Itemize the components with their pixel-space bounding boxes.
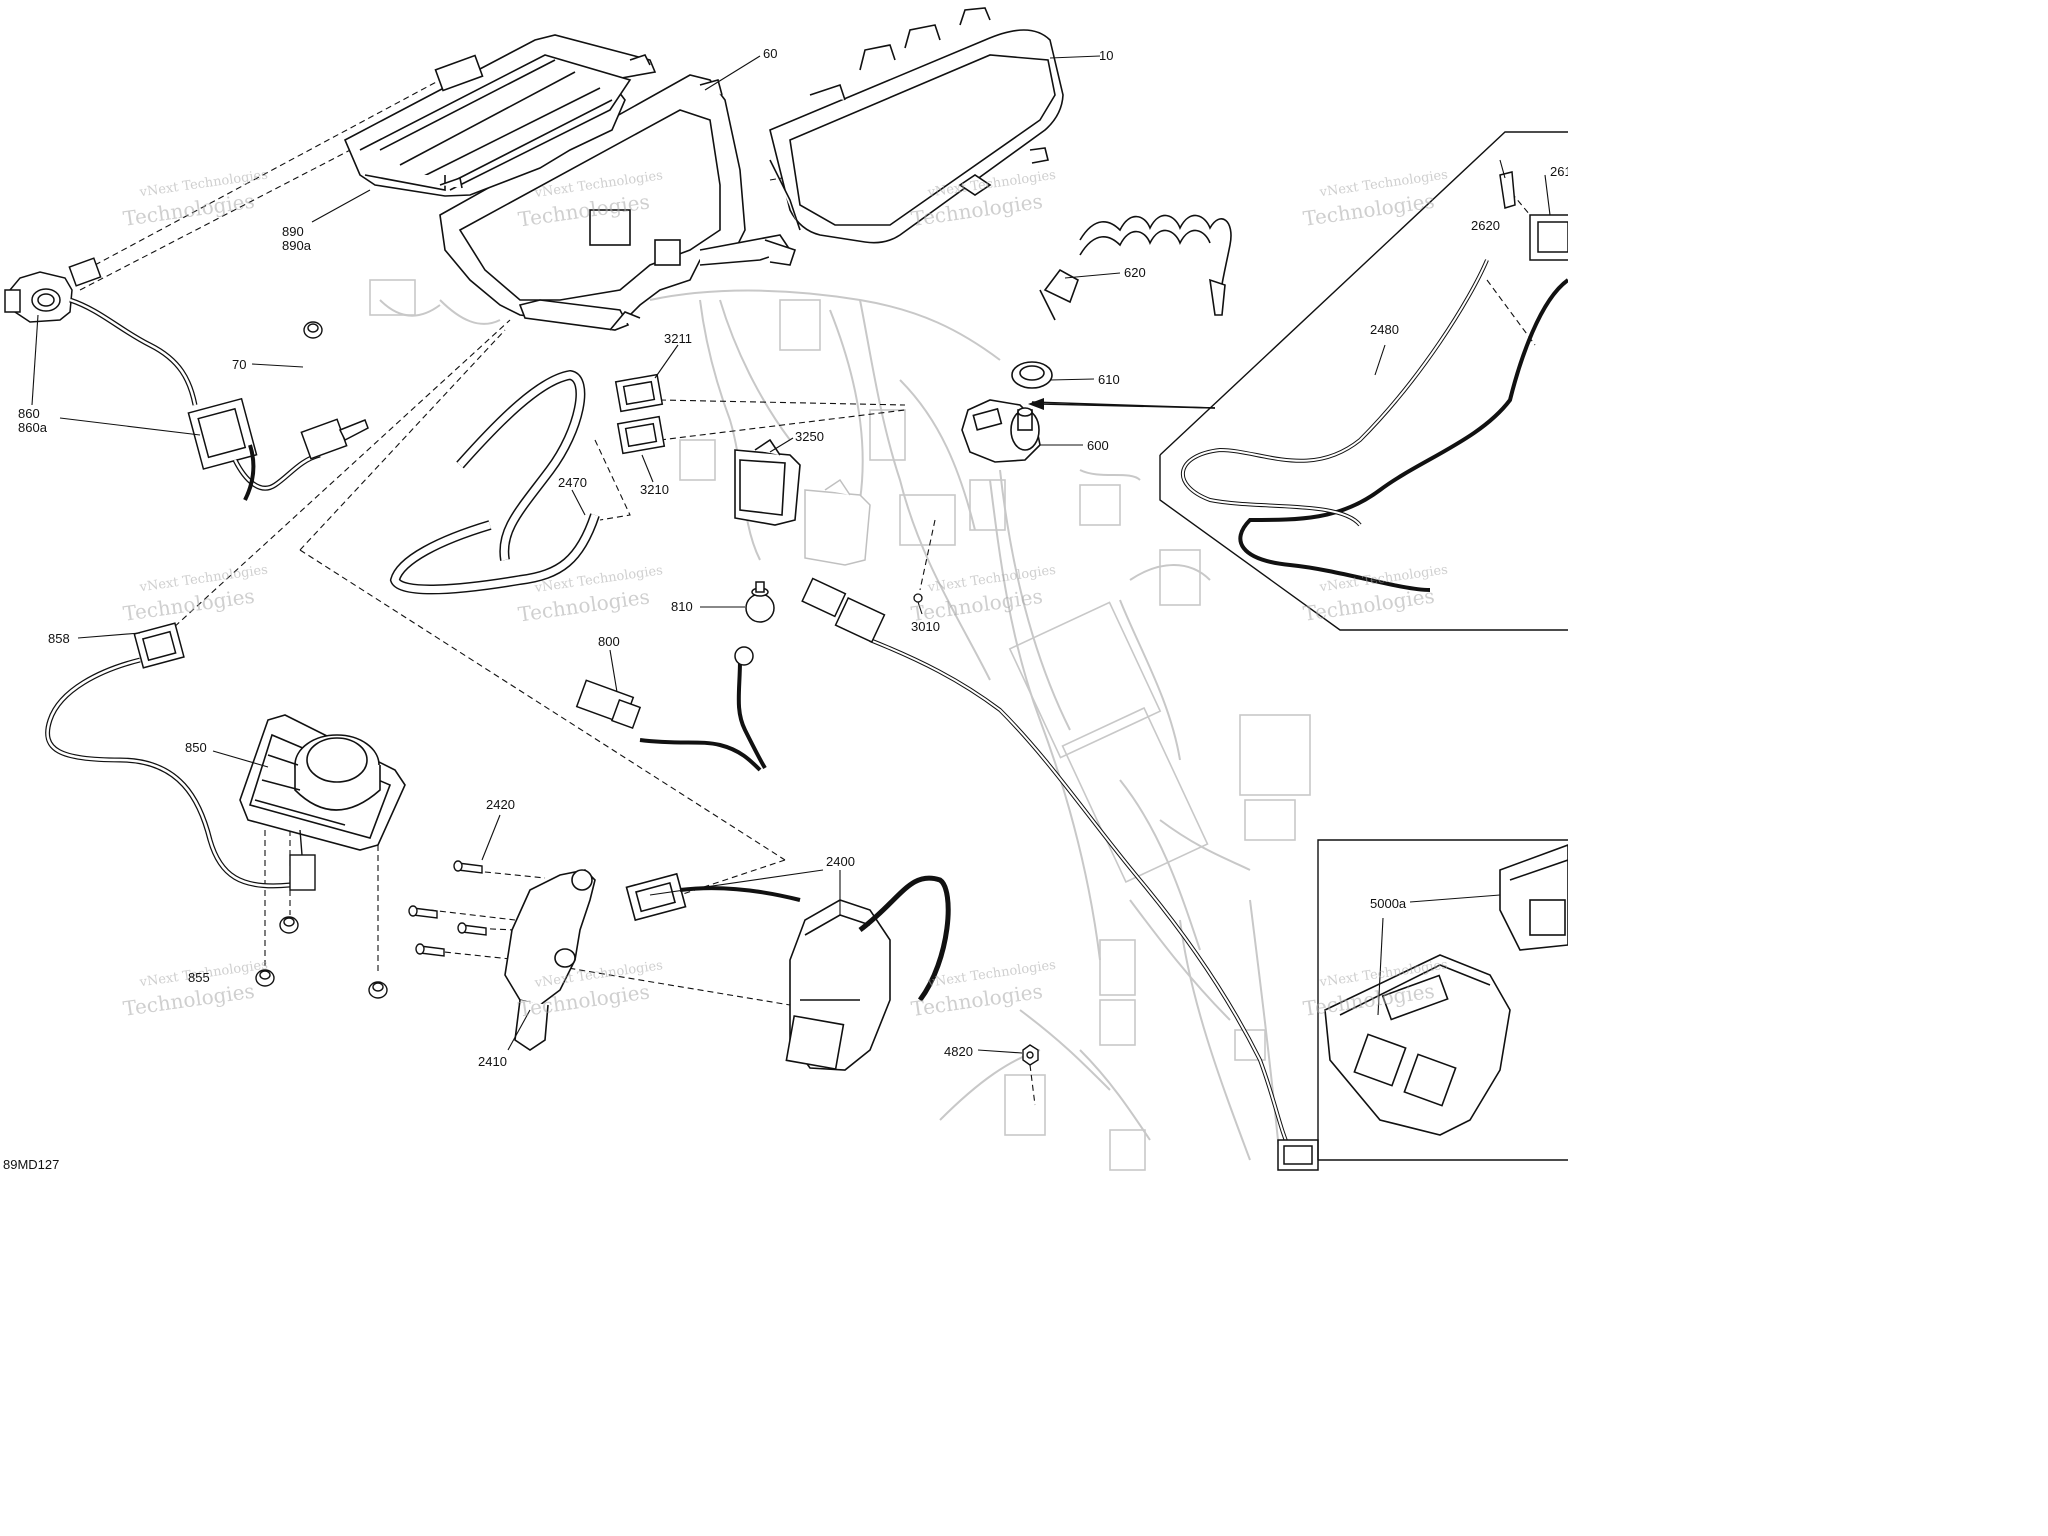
callout-610: 610: [1098, 372, 1120, 387]
watermark: vNext Technologies Technologies: [910, 563, 1057, 626]
callout-800: 800: [598, 634, 620, 649]
key-switch-part-600: [961, 399, 1041, 463]
callout-70: 70: [232, 357, 246, 372]
screws-part-2420: [408, 860, 487, 957]
switch-harness-part-860: [4, 257, 369, 501]
callout-860: 860: [18, 406, 40, 421]
arrow-to-inset: [1028, 398, 1044, 410]
exploded-parts-diagram: vNext Technologies Technologies vNext Te…: [4, 7, 1568, 1171]
callout-2610: 261: [1550, 164, 1568, 179]
diagram-reference-code: 89MD127: [3, 1157, 60, 1172]
antenna-cable-part-2480-inner: [1181, 259, 1488, 526]
callout-3211: 3211: [664, 331, 692, 346]
detail-inset-antenna: [1031, 131, 1568, 631]
parts-diagram-canvas: vNext Technologies Technologies vNext Te…: [3, 7, 1568, 1172]
detail-inset-module: [1317, 839, 1568, 1161]
callout-3250: 3250: [795, 429, 824, 444]
background-wiring-harness: [379, 289, 1281, 1161]
cover-housing-part-890: [343, 34, 657, 197]
sensor-harness-part-800: [575, 646, 767, 772]
main-harness-lead-inner: [869, 639, 1291, 1151]
callout-620: 620: [1124, 265, 1146, 280]
leader-lines: [31, 55, 1551, 1054]
module-part-5000a: [1324, 844, 1568, 1136]
callout-890a: 890a: [282, 238, 312, 253]
main-harness-lead: [869, 638, 1292, 1151]
callout-858: 858: [48, 631, 70, 646]
callout-10: 10: [1099, 48, 1113, 63]
harness-part-858-inner: [46, 658, 291, 888]
connector-part-858: [133, 622, 185, 669]
display-panel-part-10: [769, 7, 1064, 244]
switch-faded: [804, 478, 871, 566]
callout-860a: 860a: [18, 420, 48, 435]
bracket-part-2410: [504, 869, 596, 1051]
callout-2400: 2400: [826, 854, 855, 869]
connectors-part-3211-3210: [614, 373, 666, 455]
callout-2420: 2420: [486, 797, 515, 812]
watermark: vNext Technologies Technologies: [122, 168, 269, 231]
watermark: vNext Technologies Technologies: [122, 563, 269, 626]
grommets-part-855: [255, 916, 388, 999]
callout-2470: 2470: [558, 475, 587, 490]
connector-under-850: [289, 829, 316, 891]
callout-2480: 2480: [1370, 322, 1399, 337]
clip-part-70: [303, 321, 323, 339]
watermark: vNext Technologies Technologies: [122, 958, 269, 1021]
hose-part-2470-inner: [391, 371, 599, 593]
callout-5000a: 5000a: [1370, 896, 1407, 911]
bezel-frame-part-60: [439, 74, 797, 331]
callout-2410: 2410: [478, 1054, 507, 1069]
callout-60: 60: [763, 46, 777, 61]
callout-4820: 4820: [944, 1044, 973, 1059]
watermark: vNext Technologies Technologies: [1302, 168, 1449, 231]
callout-855: 855: [188, 970, 210, 985]
rocker-switch-part-3250: [734, 438, 801, 526]
sensor-part-810: [745, 581, 775, 623]
callout-2620: 2620: [1471, 218, 1500, 233]
ring-part-610: [1011, 361, 1053, 389]
control-knob-part-850: [239, 714, 406, 851]
callout-600: 600: [1087, 438, 1109, 453]
watermarks: vNext Technologies Technologies vNext Te…: [122, 168, 1449, 1022]
callout-3010: 3010: [911, 619, 940, 634]
nut-part-4820: [1022, 1044, 1039, 1066]
inset-connector-part-261: [1499, 171, 1568, 261]
callout-labels: 10 60 70 890 890a 860 860a 858 850 855 2…: [18, 46, 1568, 1069]
callout-850: 850: [185, 740, 207, 755]
watermark: vNext Technologies Technologies: [1302, 563, 1449, 626]
switch-assembly-part-2400: [625, 872, 951, 1071]
watermark: vNext Technologies Technologies: [910, 958, 1057, 1021]
background-components: [369, 279, 1311, 1171]
callout-890: 890: [282, 224, 304, 239]
harness-end-connector: [801, 577, 1319, 1171]
coil-cord-part-620: [1039, 214, 1232, 321]
callout-3210: 3210: [640, 482, 669, 497]
callout-810: 810: [671, 599, 693, 614]
